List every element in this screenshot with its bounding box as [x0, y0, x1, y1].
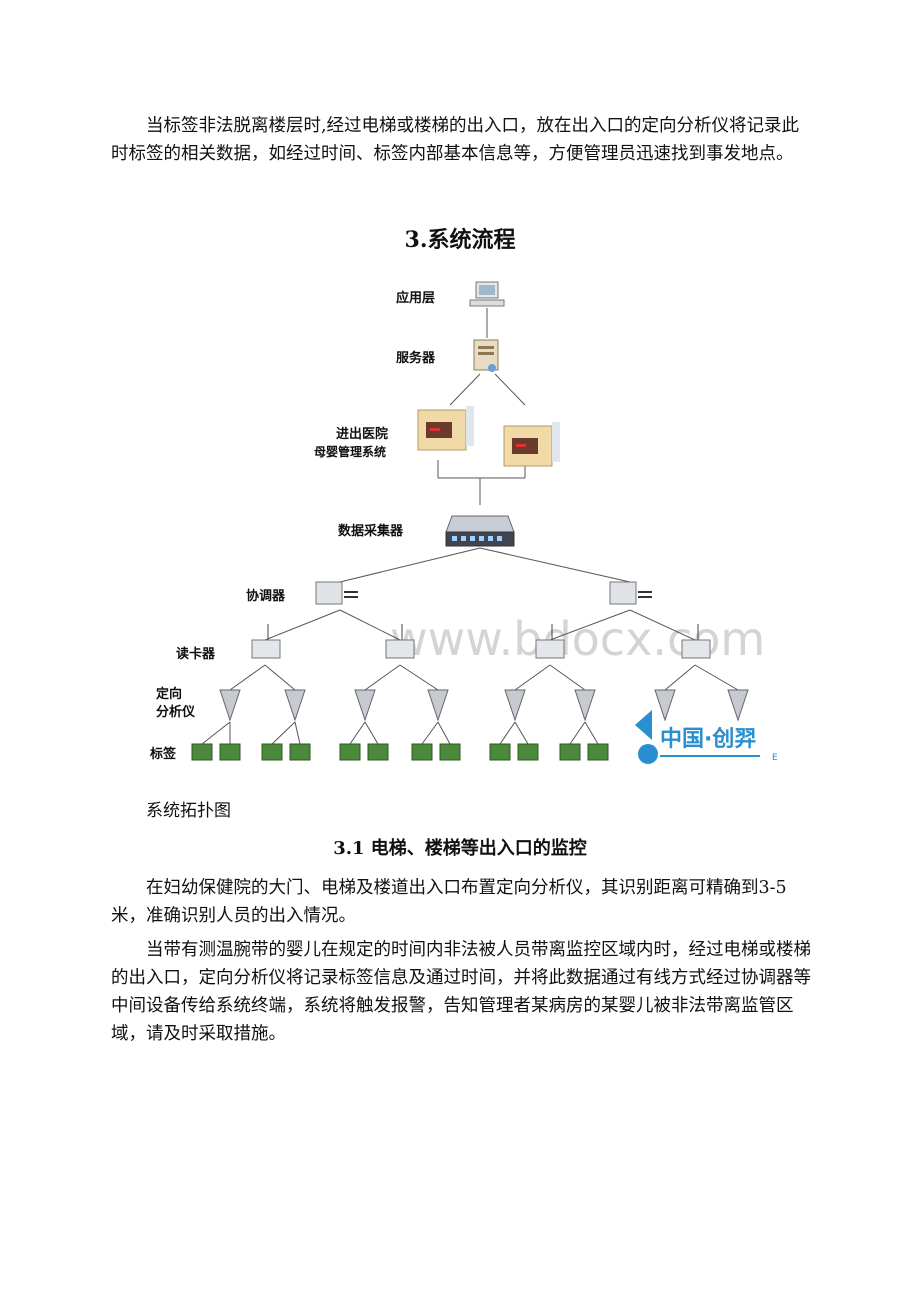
svg-text:中国·创羿: 中国·创羿: [660, 727, 756, 752]
tag-icon: [339, 743, 361, 761]
label-reader: 读卡器: [176, 646, 216, 662]
server-icon: [473, 339, 499, 372]
intro-paragraph: 当标签非法脱离楼层时,经过电梯或楼梯的出入口，放在出入口的定向分析仪将记录此时标…: [111, 116, 800, 164]
tag-icon: [411, 743, 433, 761]
tag-icon: [559, 743, 581, 761]
gate-device-icon: [503, 422, 560, 467]
reader-icon: [385, 624, 415, 659]
section-3-1-paragraph-1: 在妇幼保健院的大门、电梯及楼道出入口布置定向分析仪，其识别距离可精确到3-5米，…: [111, 878, 787, 926]
reader-icon: [251, 624, 281, 659]
connection-lines: [229, 308, 739, 691]
tag-icon: [219, 743, 241, 761]
system-topology-diagram: www.bdocx.com: [149, 281, 780, 764]
tag-icon: [289, 743, 311, 761]
tag-icon: [261, 743, 283, 761]
analyzer-icon: [727, 689, 749, 722]
analyzer-icon: [504, 689, 526, 722]
label-tag: 标签: [149, 746, 177, 762]
section-3-heading: 3.系统流程: [404, 227, 516, 253]
tag-icon: [587, 743, 609, 761]
coordinator-icon: [609, 581, 652, 605]
reader-icon: [535, 624, 565, 659]
tag-icon: [367, 743, 389, 761]
analyzer-icon: [284, 689, 306, 722]
section-3-1-heading: 3.1 电梯、楼梯等出入口的监控: [333, 838, 587, 859]
computer-icon: [469, 281, 505, 307]
tag-icon: [489, 743, 511, 761]
label-analyzer-line2: 分析仪: [156, 704, 196, 720]
coordinator-icon: [315, 581, 358, 605]
tag-icon: [439, 743, 461, 761]
analyzer-icon: [354, 689, 376, 722]
tag-icon: [517, 743, 539, 761]
gate-device-icon: [417, 406, 474, 451]
label-coordinator: 协调器: [246, 588, 286, 604]
data-collector-icon: [445, 515, 515, 547]
svg-text:E: E: [772, 753, 780, 763]
brand-logo: 中国·创羿 E: [635, 710, 780, 764]
label-hospital-line2: 母婴管理系统: [314, 444, 386, 459]
tag-icon: [191, 743, 213, 761]
label-server: 服务器: [396, 350, 436, 366]
section-3-1-paragraph-2: 当带有测温腕带的婴儿在规定的时间内非法被人员带离监控区域内时，经过电梯或楼梯的出…: [111, 940, 811, 1044]
analyzer-icon: [574, 689, 596, 722]
analyzer-icon: [219, 689, 241, 722]
figure-caption: 系统拓扑图: [146, 801, 231, 821]
label-analyzer-line1: 定向: [155, 686, 182, 702]
reader-icon: [681, 624, 711, 659]
label-hospital-line1: 进出医院: [336, 426, 388, 442]
analyzer-icon: [654, 689, 676, 722]
label-collector: 数据采集器: [338, 523, 404, 539]
label-application: 应用层: [396, 290, 435, 306]
analyzer-icon: [427, 689, 449, 722]
